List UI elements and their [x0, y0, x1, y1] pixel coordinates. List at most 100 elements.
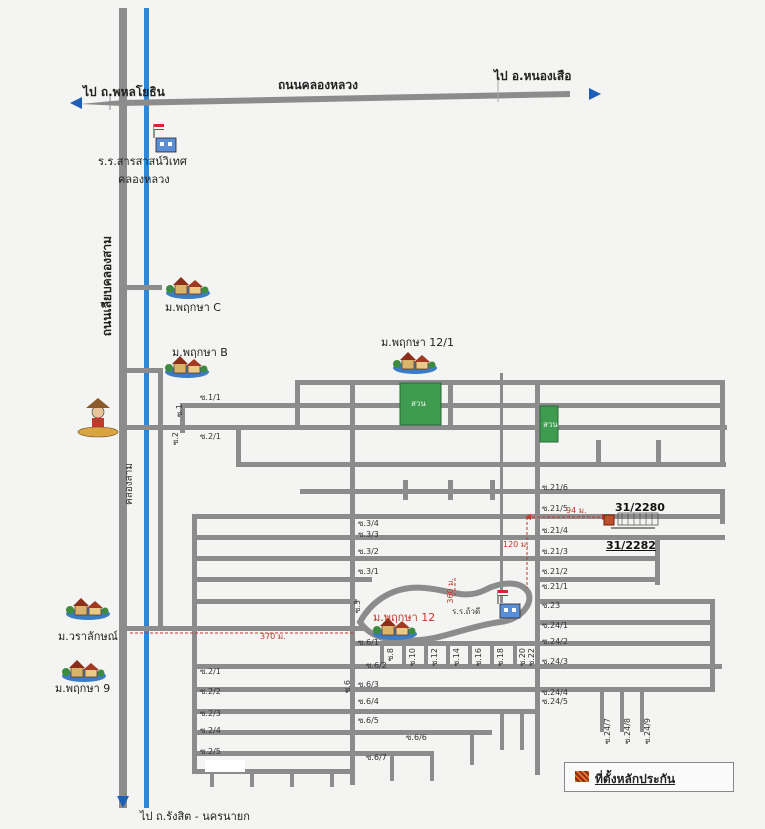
soi-label: ซ.6/3: [358, 680, 379, 689]
house-icon: [165, 276, 211, 300]
soi-label: ซ.24/1: [542, 621, 568, 630]
label-village-9: ม.พฤกษา 9: [55, 682, 111, 695]
label-to-nong-suea: ไป อ.หนองเสือ: [494, 69, 572, 83]
label-road-side: ถนนเลียบคลองสาม: [100, 236, 114, 337]
lot-number-b: 31/2282: [606, 539, 656, 552]
soi-label: ซ.14: [452, 648, 461, 667]
soi-label: ซ.24/7: [603, 718, 612, 744]
soi-label: ซ.2/3: [200, 709, 221, 718]
pruksa-12-loop: [356, 580, 533, 644]
label-park-1: สวน: [411, 399, 426, 408]
comb-stems: [380, 641, 517, 669]
soi-label: ซ.21/5: [542, 504, 568, 513]
khlong-luang-road: [70, 70, 601, 110]
soi-label: ซ.21/4: [542, 526, 568, 535]
label-to-phahon: ไป ถ.พหลโยธิน: [83, 85, 165, 99]
distance-lines: [130, 516, 605, 634]
label-school-2: ร.ร.ถ้วดี: [452, 607, 481, 616]
soi-label: ซ.1/1: [200, 393, 221, 402]
soi-label: ซ.18: [496, 648, 505, 667]
soi-label: ซ.3: [353, 600, 362, 614]
soi-label: ซ.6/6: [406, 733, 427, 742]
soi-21-streets: [300, 480, 725, 692]
soi-label: ซ.24/8: [623, 718, 632, 744]
soi-label: ซ.3/4: [358, 519, 379, 528]
legend: ที่ตั้งหลักประกัน: [564, 762, 734, 792]
soi-label: ซ.6/7: [366, 753, 387, 762]
label-school-1-b: คลองหลวง: [118, 173, 170, 186]
soi-label: ซ.2/2: [200, 687, 221, 696]
soi-label: ซ.8: [386, 648, 395, 662]
village-spurs: [127, 285, 163, 630]
soi-label: ซ.2/5: [200, 747, 221, 756]
label-khlong-luang-road: ถนนคลองหลวง: [278, 78, 358, 92]
lot-number-a: 31/2280: [615, 501, 665, 514]
soi-label: ซ.2: [171, 432, 180, 446]
soi-label: ซ.2/1: [200, 667, 221, 676]
park-rect-1: [399, 382, 442, 426]
park-rect-2: [539, 405, 559, 443]
arrow-right-icon: [589, 88, 601, 100]
vendor-icon: [77, 398, 119, 438]
distance-360: 360 ม.: [446, 578, 455, 604]
label-school-1: ร.ร.สารสาสน์วิเทศ: [98, 155, 187, 168]
label-village-12: ม.พฤกษา 12: [373, 611, 436, 624]
legend-label: ที่ตั้งหลักประกัน: [595, 772, 676, 786]
soi-label: ซ.16: [474, 648, 483, 667]
soi-label: ซ.21/3: [542, 547, 568, 556]
soi-3-streets: [192, 514, 722, 774]
soi-label: ซ.6/5: [358, 716, 379, 725]
distance-120: 120 ม.: [503, 540, 529, 549]
label-to-rangsit: ไป ถ.รังสิต - นครนายก: [140, 810, 250, 823]
soi-label: ซ.22: [527, 648, 536, 667]
soi-label: ซ.23: [542, 601, 561, 610]
house-icon: [164, 355, 210, 379]
soi-label: ซ.10: [408, 648, 417, 667]
soi-label: ซ.1: [175, 404, 184, 418]
soi-label: ซ.6/2: [366, 661, 387, 670]
soi-label: ซ.21/6: [542, 483, 568, 492]
soi-label: ซ.24/5: [542, 697, 568, 706]
soi-label: ซ.24/4: [542, 688, 568, 697]
label-village-b: ม.พฤกษา B: [172, 346, 228, 359]
distance-370: 370 ม.: [260, 632, 286, 641]
arrow-down-icon: [117, 796, 129, 808]
school-icon: [497, 589, 521, 619]
soi-label: ซ.24/3: [542, 657, 568, 666]
school-icon: [153, 123, 177, 153]
label-park-2: สวน: [543, 420, 558, 429]
soi-label: ซ.3/2: [358, 547, 379, 556]
bottom-stubs: [210, 692, 644, 787]
collateral-marker: [603, 512, 659, 529]
soi-label: ซ.24/2: [542, 637, 568, 646]
soi-label: ซ.6/1: [358, 638, 379, 647]
khlong-sam-canal: [144, 8, 149, 808]
soi-label: ซ.12: [430, 648, 439, 667]
arrow-left-icon: [70, 97, 82, 109]
soi-label: ซ.21/2: [542, 567, 568, 576]
khlong-sam-road: [117, 8, 129, 808]
blank-patch: [205, 760, 245, 772]
soi-label: ซ.6: [343, 680, 352, 694]
soi-label: ซ.3/3: [358, 530, 379, 539]
soi-label: ซ.20: [518, 648, 527, 667]
label-village-c: ม.พฤกษา C: [165, 301, 221, 314]
soi-label: ซ.2/1: [200, 432, 221, 441]
soi-label: ซ.6/4: [358, 697, 379, 706]
house-icon: [61, 659, 107, 683]
distance-94: 94 ม.: [566, 506, 587, 515]
label-village-waralak: ม.วราลักษณ์: [58, 630, 118, 643]
upper-grid: [127, 373, 727, 603]
label-canal: คลองสาม: [124, 463, 135, 506]
label-village-12-1: ม.พฤกษา 12/1: [381, 336, 454, 349]
west-connector: [127, 626, 367, 631]
soi-label: ซ.21/1: [542, 582, 568, 591]
house-icon: [392, 351, 438, 375]
house-icon: [65, 597, 111, 621]
collateral-swatch-icon: [575, 771, 589, 782]
soi-label: ซ.3/1: [358, 567, 379, 576]
soi-label: ซ.24/9: [643, 718, 652, 744]
soi-label: ซ.2/4: [200, 726, 221, 735]
